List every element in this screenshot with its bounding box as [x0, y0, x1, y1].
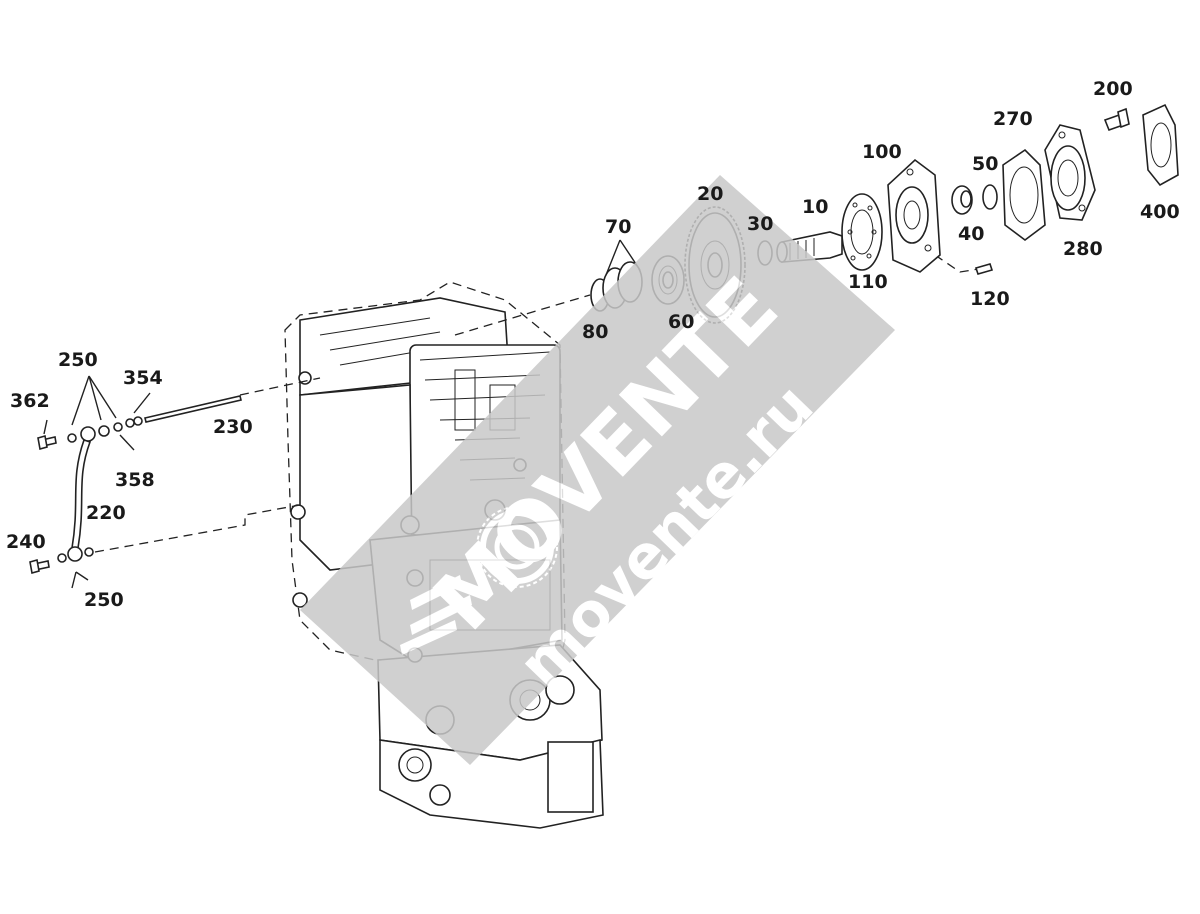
- label-60: 60: [668, 311, 694, 333]
- snap-ring-50: [982, 184, 998, 210]
- washer-250-d: [84, 547, 94, 557]
- label-230: 230: [213, 416, 253, 438]
- label-100: 100: [862, 141, 902, 163]
- label-200: 200: [1093, 78, 1133, 100]
- label-220: 220: [86, 502, 126, 524]
- label-50: 50: [972, 153, 998, 175]
- gasket-400: [1142, 103, 1179, 187]
- bolt-200: [1103, 107, 1130, 132]
- pipe-220: [67, 426, 96, 562]
- label-280: 280: [1063, 238, 1103, 260]
- label-80: 80: [582, 321, 608, 343]
- label-362: 362: [10, 390, 50, 412]
- label-40: 40: [958, 223, 984, 245]
- bearing-40: [951, 185, 973, 215]
- housing-280: [1044, 124, 1096, 221]
- label-358: 358: [115, 469, 155, 491]
- watermark-banner: [300, 175, 895, 765]
- label-120: 120: [970, 288, 1010, 310]
- washer-250-c: [57, 553, 67, 563]
- watermark-logo-icon: [476, 506, 558, 588]
- label-250-top: 250: [58, 349, 98, 371]
- gasket-270: [1002, 148, 1046, 241]
- label-30: 30: [747, 213, 773, 235]
- washer-250-b: [67, 433, 77, 443]
- washer-358: [113, 422, 123, 432]
- label-110: 110: [848, 271, 888, 293]
- bolt-240: [29, 558, 50, 575]
- gasket-110: [841, 193, 883, 271]
- label-20: 20: [697, 183, 723, 205]
- cover-100: [887, 158, 941, 273]
- label-240: 240: [6, 531, 46, 553]
- label-354: 354: [123, 367, 163, 389]
- label-270: 270: [993, 108, 1033, 130]
- label-10: 10: [802, 196, 828, 218]
- washer-250-a: [98, 425, 110, 437]
- bolt-362: [37, 434, 57, 451]
- rod-230: [125, 395, 242, 428]
- screw-120: [974, 263, 994, 275]
- watermark-arrow-icon: [400, 575, 472, 655]
- label-250-bottom: 250: [84, 589, 124, 611]
- label-70: 70: [605, 216, 631, 238]
- label-400: 400: [1140, 201, 1180, 223]
